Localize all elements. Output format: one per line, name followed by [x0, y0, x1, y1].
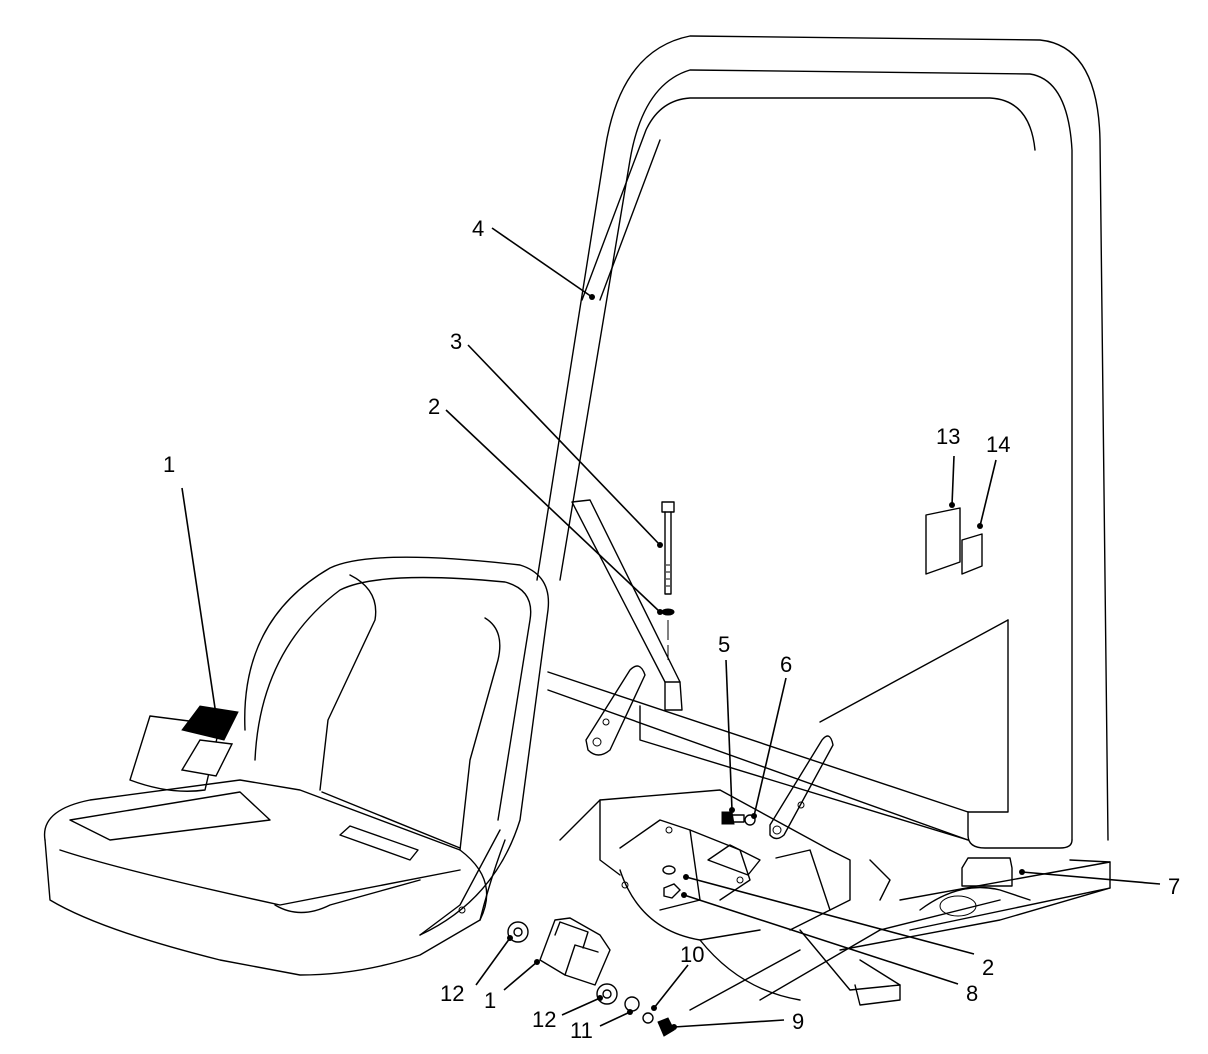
washer-top [661, 608, 675, 616]
seat [43, 556, 550, 976]
callout-7: 7 [1168, 874, 1180, 899]
left-mount-bracket [585, 665, 646, 756]
rubber-bumper [961, 857, 1013, 887]
washer-11 [624, 996, 640, 1012]
callout-11: 11 [570, 1018, 593, 1043]
callout-12-left: 12 [440, 981, 464, 1006]
frame [559, 789, 1111, 1011]
callout-6: 6 [780, 652, 792, 677]
roll-bar [536, 35, 1109, 849]
decal-13 [925, 507, 961, 575]
callout-2-bottom: 2 [982, 955, 994, 980]
callout-3: 3 [450, 329, 462, 354]
callout-2-top: 2 [428, 394, 440, 419]
leader-lines [181, 227, 1161, 1030]
callout-4: 4 [472, 216, 484, 241]
callout-1-top: 1 [163, 452, 175, 477]
seat-belt-buckle [129, 705, 239, 792]
nut-8 [663, 883, 681, 899]
right-mount-bracket [769, 735, 834, 840]
callout-14: 14 [986, 432, 1010, 457]
washer-lower [662, 865, 676, 875]
bolt-5 [721, 811, 745, 825]
callout-10: 10 [680, 942, 704, 967]
seat-belt-clip [539, 917, 611, 986]
callout-5: 5 [718, 632, 730, 657]
lock-washer-10 [642, 1012, 654, 1024]
callout-13: 13 [936, 424, 960, 449]
callout-1-bottom: 1 [484, 988, 496, 1013]
callout-8: 8 [966, 981, 978, 1006]
decal-14 [961, 533, 983, 575]
callout-9: 9 [792, 1009, 804, 1034]
long-bolt [661, 501, 675, 595]
callout-12-right: 12 [532, 1007, 556, 1032]
